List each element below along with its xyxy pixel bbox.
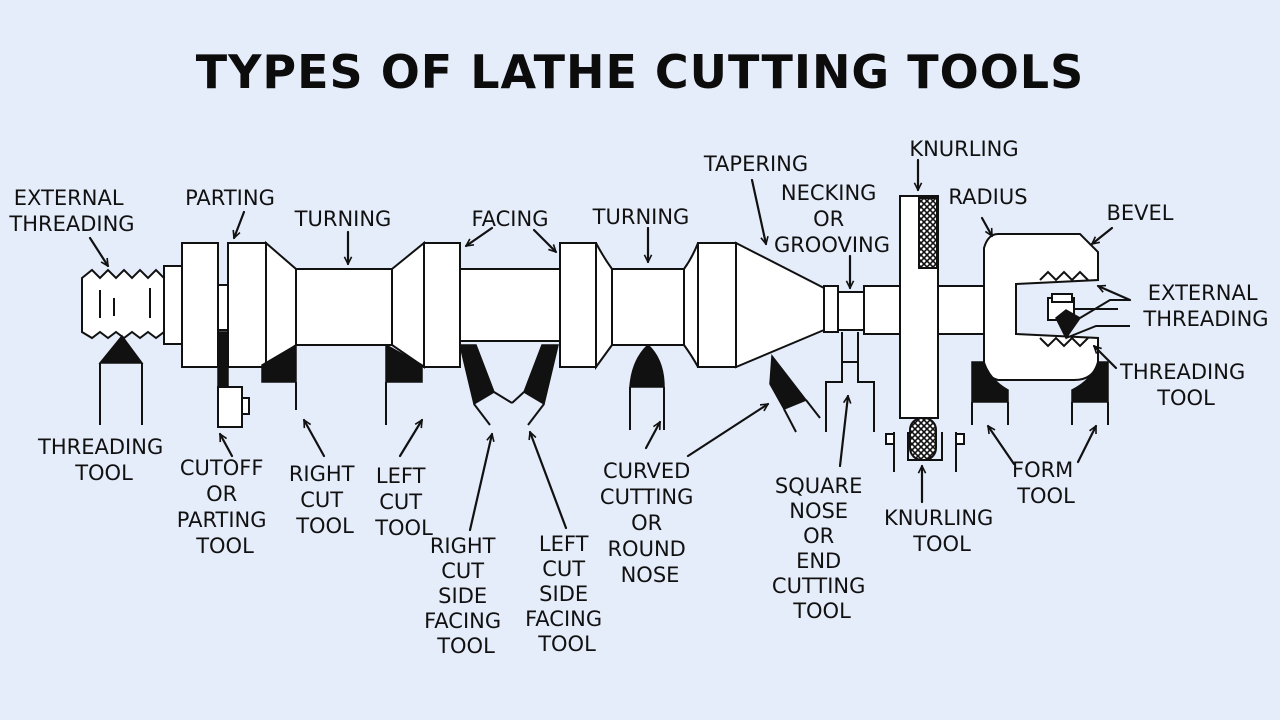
threading-tool-left-shape <box>98 334 144 425</box>
label-square-nose-tool: SQUARE NOSE OR END CUTTING TOOL <box>772 474 872 623</box>
tapering-tool-shape <box>769 353 821 433</box>
label-form-tool: FORM TOOL <box>1012 458 1080 508</box>
form-tools-shape <box>971 361 1109 425</box>
knurled-band <box>918 197 938 269</box>
label-right-cut-tool: RIGHT CUT TOOL <box>289 462 361 538</box>
tool-labels: THREADING TOOL CUTOFF OR PARTING TOOL RI… <box>37 360 1252 658</box>
label-facing: FACING <box>472 207 549 231</box>
round-nose-tool-shape <box>629 343 665 430</box>
right-cut-tool-shape <box>261 343 297 410</box>
label-necking: NECKING OR GROOVING <box>774 181 890 257</box>
label-threading-tool: THREADING TOOL <box>37 435 170 485</box>
label-turning-1: TURNING <box>294 207 392 231</box>
threading-tool-right-shape <box>1055 299 1130 340</box>
label-bevel: BEVEL <box>1106 201 1173 225</box>
label-left-cut-tool: LEFT CUT TOOL <box>374 464 433 540</box>
radius-bevel-part <box>983 233 1099 381</box>
pointer-arrows <box>88 158 1132 532</box>
label-round-nose-tool: CURVED CUTTING OR ROUND NOSE <box>600 459 700 587</box>
label-tapering: TAPERING <box>703 152 808 176</box>
threaded-end <box>81 268 165 340</box>
label-knurling: KNURLING <box>909 137 1018 161</box>
label-external-threading: EXTERNAL THREADING <box>8 186 134 236</box>
left-cut-tool-shape <box>385 343 423 425</box>
label-external-threading-right: EXTERNAL THREADING <box>1142 281 1268 331</box>
label-right-facing-tool: RIGHT CUT SIDE FACING TOOL <box>424 534 508 658</box>
label-cutoff-tool: CUTOFF OR PARTING TOOL <box>177 456 273 558</box>
cutting-tools <box>98 299 1130 472</box>
knurling-tool-shape <box>885 417 965 472</box>
label-parting: PARTING <box>185 186 275 210</box>
label-turning-2: TURNING <box>592 205 690 229</box>
label-radius: RADIUS <box>948 185 1027 209</box>
cutoff-tool-shape <box>217 331 250 428</box>
label-left-facing-tool: LEFT CUT SIDE FACING TOOL <box>525 532 609 656</box>
label-knurling-tool: KNURLING TOOL <box>884 506 1000 556</box>
workpiece <box>81 195 1118 419</box>
page-title: TYPES OF LATHE CUTTING TOOLS <box>196 45 1085 99</box>
label-threading-tool-right: THREADING TOOL <box>1119 360 1252 410</box>
facing-tools-shape <box>459 344 559 426</box>
operation-labels: EXTERNAL THREADING PARTING TURNING FACIN… <box>8 137 1268 331</box>
square-nose-tool-shape <box>825 332 875 432</box>
